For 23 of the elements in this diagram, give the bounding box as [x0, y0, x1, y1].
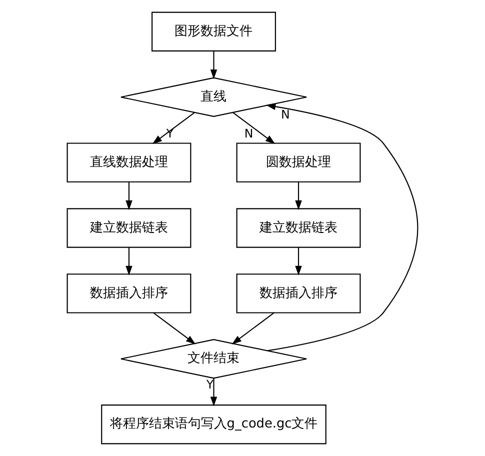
- node-box: 数据插入排序: [66, 274, 192, 314]
- node-box: 直线数据处理: [66, 142, 192, 182]
- arrow: [232, 112, 276, 144]
- arrow: [266, 103, 418, 352]
- node-box: 数据插入排序: [236, 274, 361, 314]
- arrow: [295, 247, 302, 276]
- arrow: [153, 312, 196, 344]
- node-box: 建立数据链表: [236, 208, 361, 248]
- edge-label: Y: [166, 126, 174, 140]
- edge-label: N: [281, 108, 290, 122]
- arrow: [210, 378, 218, 406]
- arrow: [232, 312, 274, 344]
- node-box: 圆数据处理: [236, 142, 361, 182]
- arrow: [295, 182, 302, 210]
- node-box: 建立数据链表: [66, 208, 192, 248]
- node-diamond: 文件结束: [120, 339, 308, 379]
- arrow: [126, 182, 132, 210]
- arrow: [126, 247, 132, 276]
- node-box: 将程序结束语句写入g_code.gc文件: [101, 404, 326, 444]
- arrow: [210, 51, 218, 80]
- edge-label: N: [244, 126, 254, 140]
- arrow: [152, 112, 195, 144]
- node-box: 图形数据文件: [152, 12, 276, 52]
